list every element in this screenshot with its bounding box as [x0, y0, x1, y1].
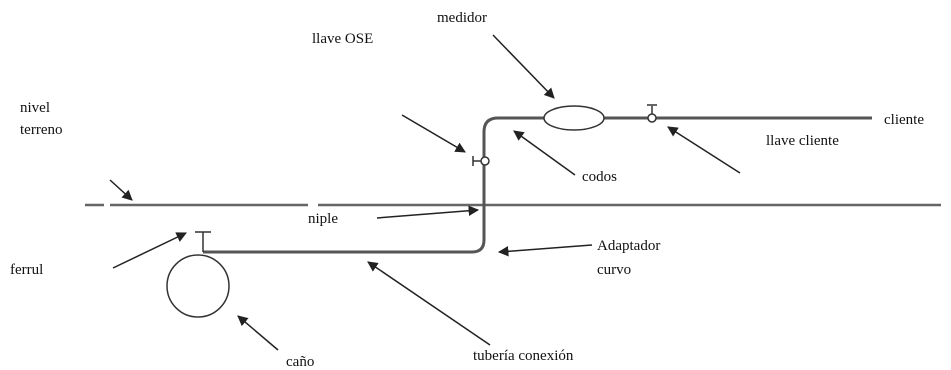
label-niple: niple: [308, 211, 338, 227]
label-nivel-terreno-2: terreno: [20, 122, 62, 138]
client-valve: [647, 104, 657, 123]
arrow-ferrul: [112, 232, 187, 269]
arrow-llave-cliente: [667, 126, 741, 174]
label-cliente: cliente: [884, 112, 924, 128]
arrow-nivel-terreno: [109, 179, 133, 201]
arrow-codos: [513, 130, 576, 176]
arrow-llave-ose: [401, 114, 466, 153]
label-medidor: medidor: [437, 10, 487, 26]
label-llave-cliente: llave cliente: [766, 133, 839, 149]
label-llave-ose: llave OSE: [312, 31, 373, 47]
label-cano: caño: [286, 354, 314, 370]
arrow-medidor: [492, 34, 555, 99]
label-adaptador-2: curvo: [597, 262, 631, 278]
label-adaptador-1: Adaptador: [597, 238, 660, 254]
connection-pipe: [203, 116, 545, 254]
ferrule-fitting: [195, 231, 211, 252]
arrow-cano: [237, 315, 279, 351]
water-meter: [543, 105, 605, 131]
ose-valve: [472, 156, 490, 166]
label-ferrul: ferrul: [10, 262, 43, 278]
arrow-niple: [376, 205, 480, 219]
main-pipe-circle: [166, 254, 230, 318]
arrow-adaptador: [497, 244, 593, 257]
label-tuberia-conexion: tubería conexión: [473, 348, 574, 364]
label-codos: codos: [582, 169, 617, 185]
arrow-tuberia-conexion: [367, 261, 491, 346]
label-nivel-terreno-1: nivel: [20, 100, 50, 116]
